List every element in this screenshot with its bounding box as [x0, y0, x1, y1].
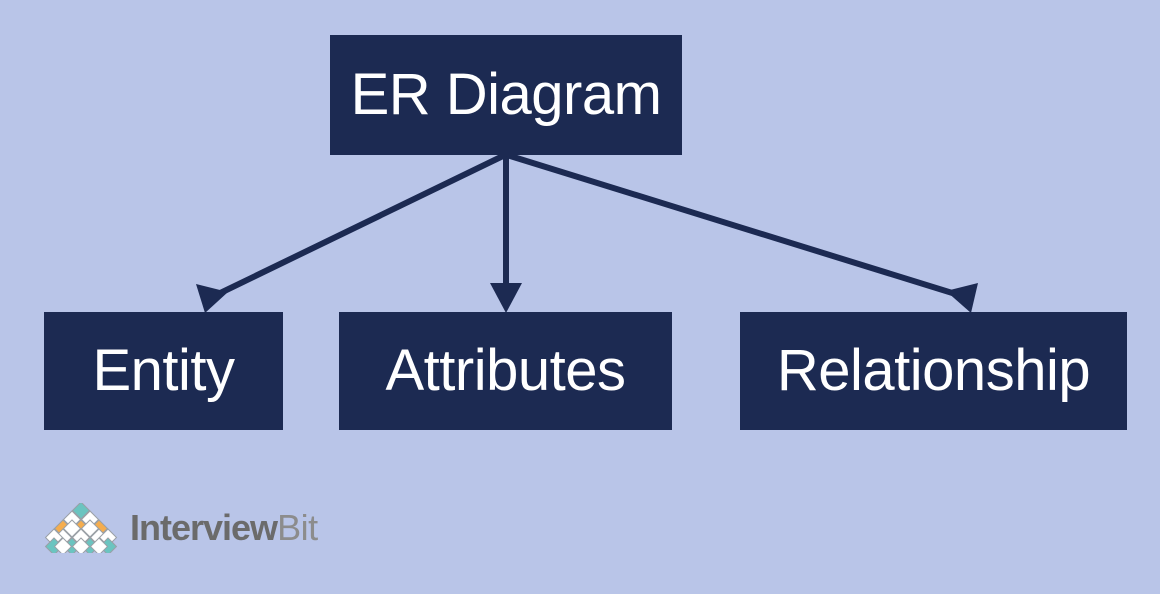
edge-root-to-relationship: [506, 152, 978, 313]
edge-root-to-entity: [196, 152, 507, 313]
node-attributes[interactable]: Attributes: [339, 312, 672, 430]
node-attributes-label: Attributes: [385, 338, 627, 403]
interviewbit-diamond-mark: [44, 503, 118, 553]
node-er-diagram-label: ER Diagram: [350, 62, 662, 127]
node-relationship[interactable]: Relationship: [740, 312, 1127, 430]
logo-word-bit: Bit: [277, 507, 318, 548]
interviewbit-logo: InterviewBit: [44, 500, 318, 556]
node-entity-label: Entity: [92, 338, 235, 403]
node-entity[interactable]: Entity: [44, 312, 283, 430]
node-relationship-label: Relationship: [776, 338, 1091, 403]
node-er-diagram[interactable]: ER Diagram: [330, 35, 682, 155]
logo-word-interview: Interview: [130, 507, 278, 548]
edge-root-to-attributes: [490, 155, 522, 313]
interviewbit-wordmark: InterviewBit: [130, 510, 318, 546]
